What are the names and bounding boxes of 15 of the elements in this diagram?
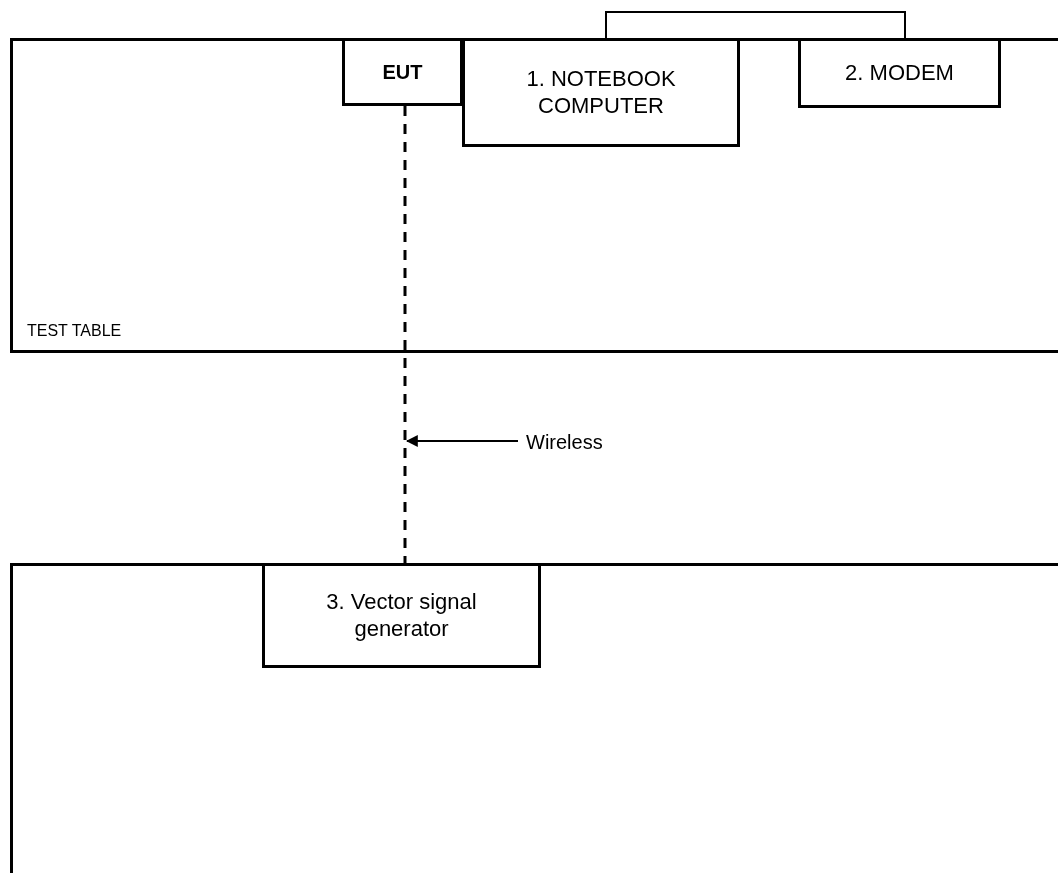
device-box: [798, 38, 1001, 108]
device-box: [342, 38, 463, 106]
table-label: TEST TABLE: [27, 322, 122, 340]
table-outline: [10, 38, 1058, 353]
table-outline: [10, 563, 1058, 873]
device-box: [262, 563, 541, 668]
wireless-label: Wireless: [526, 428, 636, 456]
node-label: 2. MODEM: [845, 59, 954, 87]
wireless-link-line: [403, 106, 407, 563]
node-label: 3. Vector signal generator: [325, 589, 478, 642]
node-label: EUT: [382, 60, 423, 84]
node-label: 1. NOTEBOOK COMPUTER: [525, 66, 677, 119]
cable-line: [605, 11, 906, 39]
arrow: [405, 435, 519, 447]
device-box: [462, 38, 740, 147]
